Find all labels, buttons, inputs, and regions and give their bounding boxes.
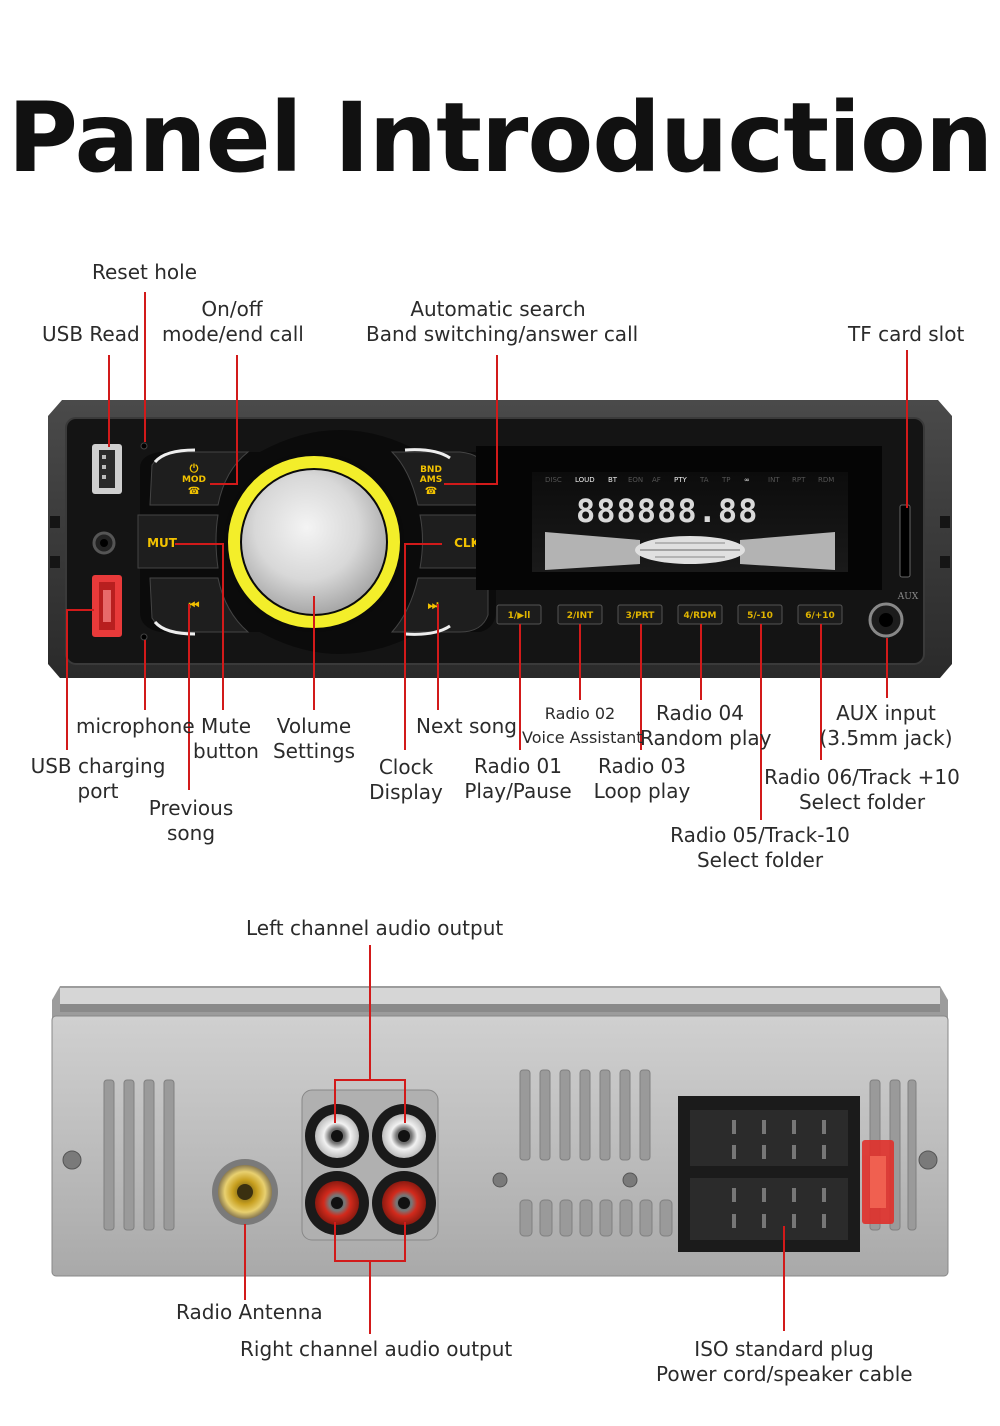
clk-button-label: CLK [454,536,480,550]
svg-text:AF: AF [652,476,661,484]
svg-text:∞: ∞ [744,476,750,484]
label-aux-input: AUX input(3.5mm jack) [819,701,953,750]
svg-text:2/INT: 2/INT [567,611,594,621]
lcd-segments: 888888.88 [576,492,758,530]
mut-button-label: MUT [147,536,178,550]
svg-text:4/RDM: 4/RDM [684,611,717,621]
aux-marking: AUX [897,592,919,602]
svg-text:BT: BT [608,476,618,484]
label-next-song: Next song [416,714,517,738]
label-reset-hole: Reset hole [92,260,197,284]
lcd-indicators: DISC LOUD BT EON AF PTY TA TP ∞ INT RPT … [545,476,834,484]
svg-text:TA: TA [699,476,709,484]
front-panel-device: ⏻ MOD ☎ MUT ⏮ BND AMS ☎ CLK ⏭ DISC LOUD … [48,400,952,678]
usb-charging-port [92,575,122,637]
bnd-button-label: BND [420,465,442,475]
svg-text:☎: ☎ [425,486,437,497]
label-microphone: microphone [76,714,195,738]
label-left-channel: Left channel audio output [246,916,504,940]
svg-text:5/-10: 5/-10 [747,611,773,621]
svg-text:3/PRT: 3/PRT [626,611,656,621]
radio-antenna-socket [212,1159,278,1225]
tf-card-slot [899,504,911,578]
svg-text:⏻: ⏻ [190,462,199,475]
preset-buttons: 1/▶ll 2/INT 3/PRT 4/RDM 5/-10 6/+10 [496,604,843,625]
mod-button-label: MOD [182,475,206,485]
svg-text:DISC: DISC [545,476,562,484]
svg-text:☎: ☎ [188,486,200,497]
label-usb-read: USB Read [42,322,140,346]
svg-text:RPT: RPT [792,476,806,484]
svg-text:RDM: RDM [818,476,834,484]
usb-read-port [92,444,122,494]
iso-connector [678,1096,894,1252]
svg-text:1/▶ll: 1/▶ll [508,611,531,621]
svg-text:LOUD: LOUD [575,476,595,484]
svg-text:TP: TP [721,476,731,484]
rca-jacks [301,1089,439,1241]
label-tf-card-slot: TF card slot [848,322,965,346]
ams-button-label: AMS [420,475,442,485]
svg-text:⏭: ⏭ [428,598,439,612]
svg-text:EON: EON [628,476,643,484]
svg-text:PTY: PTY [674,476,687,484]
rear-panel-device [51,986,949,1277]
label-radio-antenna: Radio Antenna [176,1300,323,1324]
svg-text:6/+10: 6/+10 [805,611,835,621]
page-title: Panel Introduction [7,82,994,194]
svg-text:⏮: ⏮ [189,598,200,612]
label-right-channel: Right channel audio output [240,1337,513,1361]
svg-text:INT: INT [768,476,780,484]
